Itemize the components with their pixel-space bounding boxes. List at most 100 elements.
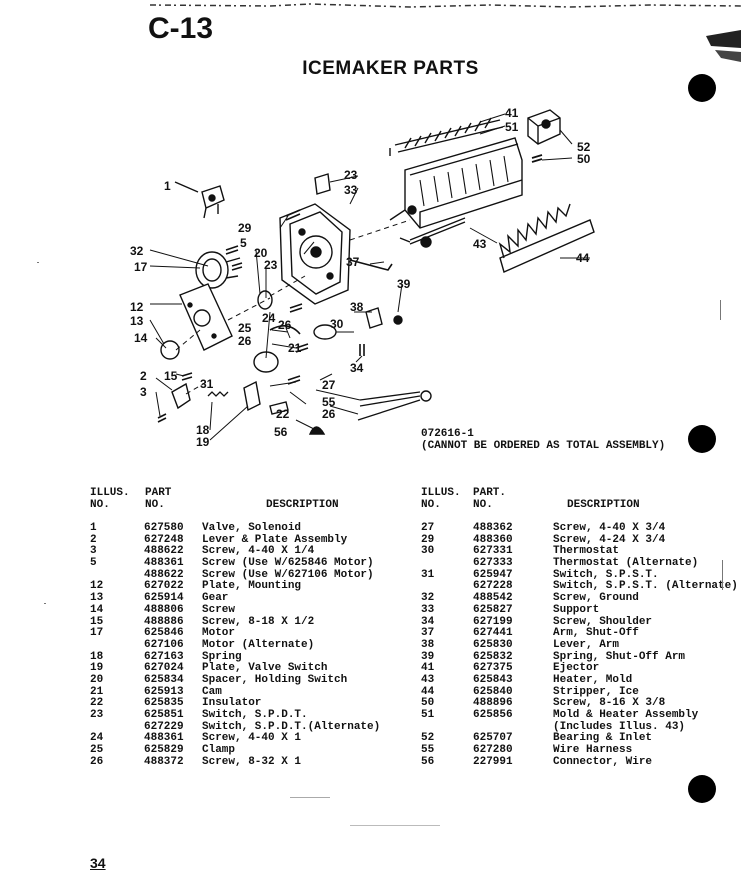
callout-5: 5 (240, 236, 247, 250)
illus-number: 37 (421, 627, 435, 640)
lever-part-38 (365, 307, 383, 329)
illus-number: 22 (90, 697, 104, 710)
column-header-illus: ILLUS.NO. (421, 487, 461, 511)
callout-22: 22 (276, 407, 290, 421)
callout-51: 51 (505, 120, 519, 134)
illus-number: 19 (90, 662, 104, 675)
part-description: Ejector (553, 662, 600, 675)
part-number: 625829 (144, 744, 184, 757)
callout-26b: 26 (238, 334, 252, 348)
part-description: Screw, 4-40 X 1 (202, 732, 302, 745)
callout-43: 43 (473, 237, 487, 251)
part-description: Screw (202, 603, 236, 616)
mounting-plate-part-12 (179, 283, 233, 351)
scan-speck (44, 603, 46, 604)
column-header-part: PART.NO. (473, 487, 507, 511)
part-number: 625707 (473, 732, 513, 745)
screw-part-24 (289, 303, 303, 313)
illus-number: 23 (90, 709, 104, 721)
illus-number: 38 (421, 638, 435, 651)
part-number: 227991 (473, 755, 513, 768)
part-number: 627228 (473, 580, 513, 593)
part-description: Plate, Valve Switch (202, 662, 328, 675)
part-number: 625827 (473, 603, 513, 616)
callout-30: 30 (330, 317, 344, 331)
part-number: 627024 (144, 662, 184, 675)
part-number: 625846 (144, 627, 184, 640)
part-number: 627022 (144, 580, 184, 593)
gear-part-13 (160, 340, 180, 360)
part-number: 627375 (473, 662, 513, 675)
solenoid-valve-part-1 (174, 181, 225, 219)
screw-part-29 (285, 209, 301, 221)
part-description: Switch, S.P.D.T. (202, 709, 308, 721)
illus-number: 14 (90, 603, 104, 616)
part-description: Bearing & Inlet (553, 732, 653, 745)
part-number: 625843 (473, 673, 513, 686)
callout-18: 18 (196, 423, 210, 437)
callout-21: 21 (288, 341, 302, 355)
callout-56: 56 (274, 425, 288, 439)
part-description: Screw, 4-24 X 3/4 (553, 533, 666, 546)
diagram-reference-note: 072616-1 (CANNOT BE ORDERED AS TOTAL ASS… (421, 428, 665, 452)
part-number: 488372 (144, 755, 184, 768)
part-number: 488622 (144, 545, 184, 558)
bearing-part-52 (527, 109, 561, 145)
illus-number: 24 (90, 732, 104, 745)
page-number: 34 (90, 855, 106, 871)
part-number: 627106 (144, 638, 184, 651)
screw-part-50 (531, 154, 543, 163)
part-description: Thermostat (553, 545, 620, 558)
support-housing-part-33 (279, 203, 351, 305)
illus-number: 50 (421, 697, 435, 710)
clamp-part-25 (269, 325, 301, 335)
callout-34: 34 (350, 361, 364, 375)
part-description: Lever, Arm (553, 638, 620, 651)
callout-33: 33 (344, 183, 358, 197)
part-number: 625913 (144, 685, 184, 698)
part-number: 627229 (144, 720, 184, 733)
part-number: 625835 (144, 697, 184, 710)
callout-29: 29 (238, 221, 252, 235)
ejector-part-41 (389, 117, 504, 156)
callout-20: 20 (254, 246, 268, 260)
screw-part-34 (359, 344, 365, 356)
part-description: Mold & Heater Assembly (553, 709, 699, 721)
part-description: Clamp (202, 744, 236, 757)
callout-37: 37 (346, 255, 360, 269)
illus-number: 20 (90, 673, 104, 686)
part-description: Screw, 4-40 X 1/4 (202, 545, 315, 558)
callout-52: 52 (577, 140, 591, 154)
page-code: C-13 (148, 12, 214, 45)
illus-number: 1 (90, 522, 97, 534)
part-number: 488361 (144, 557, 184, 570)
part-number: 488361 (144, 732, 184, 745)
part-description: Screw, 8-16 X 3/8 (553, 697, 666, 710)
part-number: 625914 (144, 592, 184, 605)
screw-part-5 (231, 262, 243, 271)
part-number: 627580 (144, 522, 184, 534)
illus-number: 30 (421, 545, 435, 558)
illus-number: 52 (421, 732, 435, 745)
illus-number: 39 (421, 650, 435, 663)
callout-31: 31 (200, 377, 214, 391)
callout-26c: 26 (322, 407, 336, 421)
callout-55: 55 (322, 395, 336, 409)
wire-harness-part-55 (357, 391, 421, 421)
part-number: 627248 (144, 533, 184, 546)
motor-part-17 (195, 251, 241, 289)
part-description: Thermostat (Alternate) (553, 557, 699, 570)
punch-hole-middle (688, 425, 716, 453)
callout-23b: 23 (264, 258, 278, 272)
part-description: Spacer, Holding Switch (202, 673, 348, 686)
insulator-part-22 (269, 401, 289, 415)
illus-number: 25 (90, 744, 104, 757)
callout-14: 14 (134, 331, 148, 345)
callout-12: 12 (130, 300, 144, 314)
callout-32: 32 (130, 244, 144, 258)
part-description: Screw, Ground (553, 592, 639, 605)
illus-number: 43 (421, 673, 435, 686)
part-description: Motor (Alternate) (202, 638, 315, 651)
part-number: 625840 (473, 685, 513, 698)
